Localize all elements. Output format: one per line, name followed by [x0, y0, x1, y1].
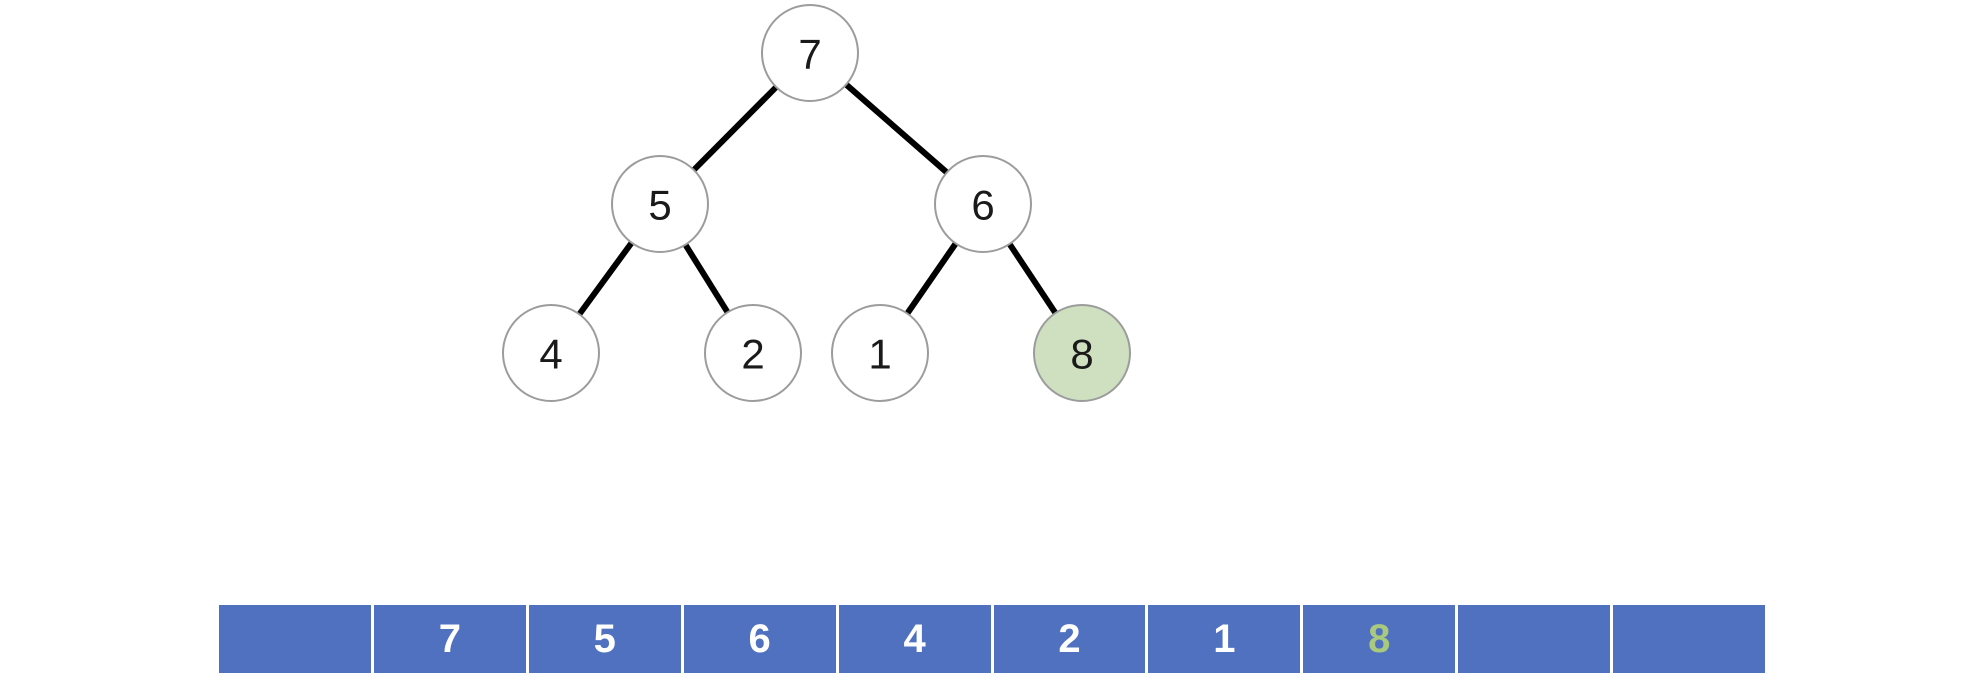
tree-node-label: 2	[741, 331, 764, 378]
tree-edge	[691, 84, 779, 173]
tree-edge	[1007, 242, 1058, 315]
tree-node-layer: 7 5 6 4 2 1 8	[502, 4, 1131, 402]
tree-node-circle[interactable]	[611, 155, 709, 253]
array-cell[interactable]: 6	[683, 605, 839, 673]
tree-node[interactable]: 5	[611, 155, 709, 253]
tree-node-label: 1	[868, 331, 891, 378]
array-cell[interactable]: 2	[993, 605, 1149, 673]
tree-node-label: 5	[648, 182, 671, 229]
array-cell[interactable]: 5	[528, 605, 684, 673]
tree-node[interactable]: 4	[502, 304, 600, 402]
array-cell[interactable]: 7	[373, 605, 529, 673]
tree-node-circle-highlighted[interactable]	[1033, 304, 1131, 402]
tree-node[interactable]: 1	[831, 304, 929, 402]
tree-edge	[682, 243, 731, 314]
tree-edge-layer	[576, 82, 1058, 317]
tree-edge	[844, 82, 949, 175]
array-cell[interactable]: 1	[1148, 605, 1304, 673]
tree-node-circle[interactable]	[934, 155, 1032, 253]
tree-node-label: 4	[539, 331, 562, 378]
tree-node[interactable]: 7	[761, 4, 859, 102]
array-cell-highlighted[interactable]: 8	[1303, 605, 1459, 673]
tree-edge	[576, 240, 635, 317]
tree-node[interactable]: 6	[934, 155, 1032, 253]
array-cell-empty[interactable]	[219, 605, 374, 673]
tree-node-circle[interactable]	[704, 304, 802, 402]
tree-node[interactable]: 2	[704, 304, 802, 402]
tree-node[interactable]: 8	[1033, 304, 1131, 402]
binary-tree-diagram: 7 5 6 4 2 1 8	[502, 4, 1131, 402]
tree-edge	[904, 241, 959, 316]
array-cell-empty[interactable]	[1613, 605, 1766, 673]
tree-node-label: 7	[798, 31, 821, 78]
tree-node-label: 6	[971, 182, 994, 229]
tree-node-label: 8	[1070, 331, 1093, 378]
tree-node-circle[interactable]	[761, 4, 859, 102]
array-cell[interactable]: 4	[838, 605, 994, 673]
tree-node-circle[interactable]	[502, 304, 600, 402]
array-cell-empty[interactable]	[1458, 605, 1614, 673]
tree-node-circle[interactable]	[831, 304, 929, 402]
